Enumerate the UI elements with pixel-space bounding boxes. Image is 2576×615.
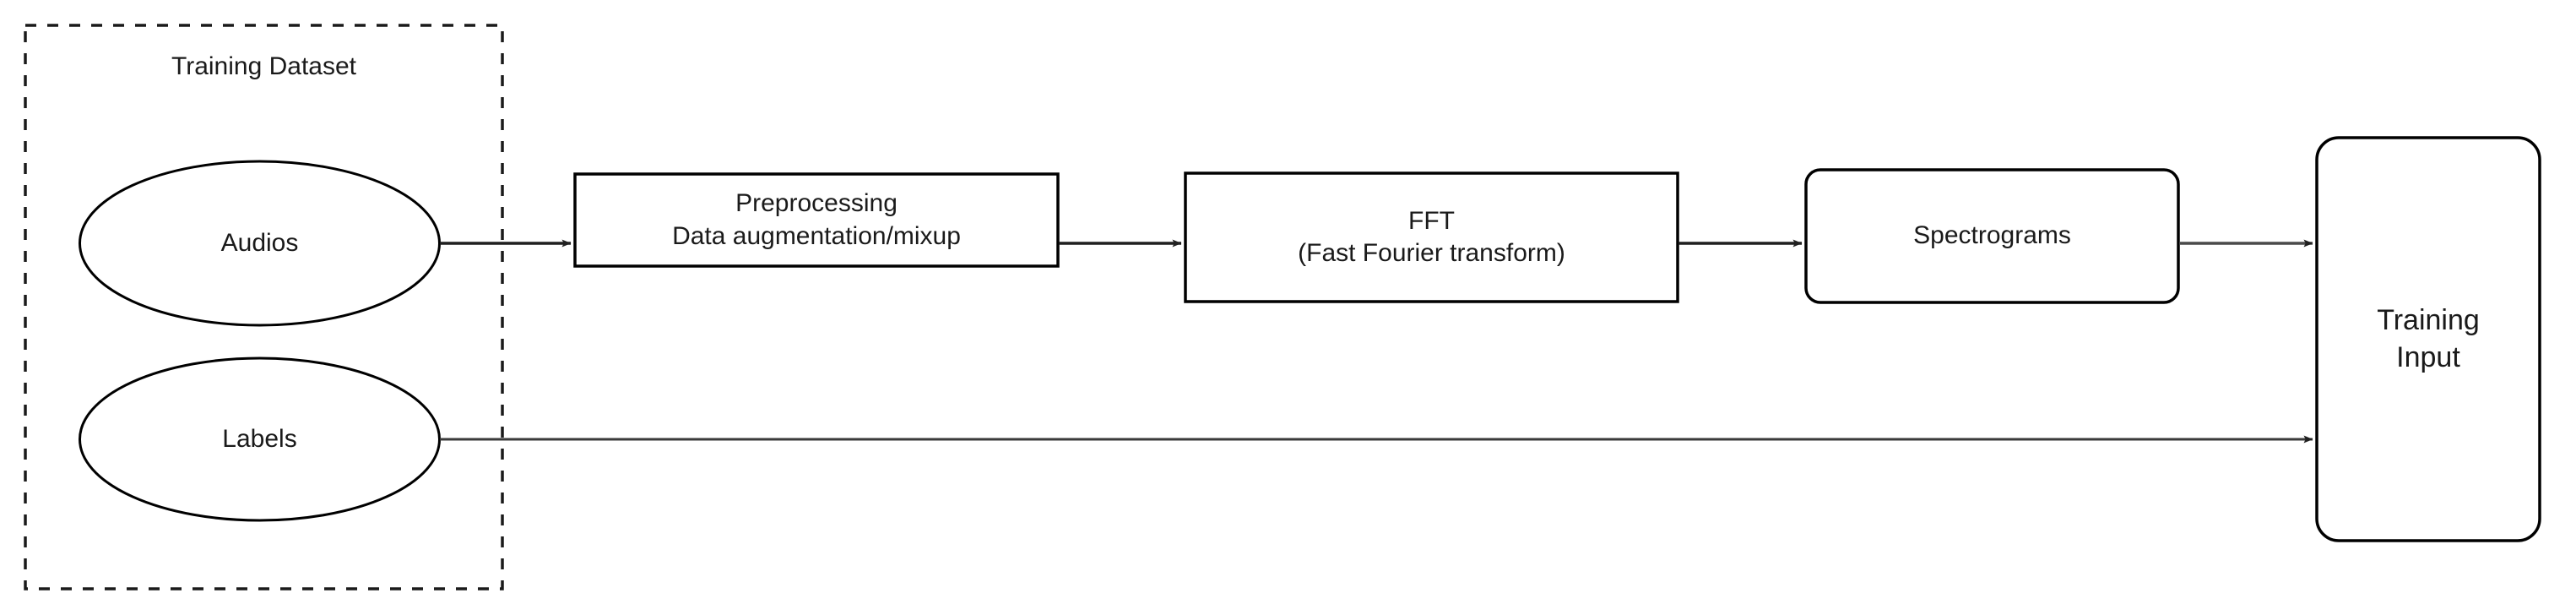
node-labels-shape[interactable] [79, 356, 441, 522]
node-preprocessing-shape[interactable] [573, 172, 1060, 268]
node-spectrograms-shape[interactable] [1804, 168, 2180, 304]
training-dataset-group-title: Training Dataset [171, 52, 356, 80]
node-fft-shape[interactable] [1184, 171, 1679, 303]
training-dataset-group-border [24, 24, 504, 591]
node-training-input-shape[interactable] [2315, 136, 2541, 542]
node-audios-shape[interactable] [79, 160, 441, 327]
